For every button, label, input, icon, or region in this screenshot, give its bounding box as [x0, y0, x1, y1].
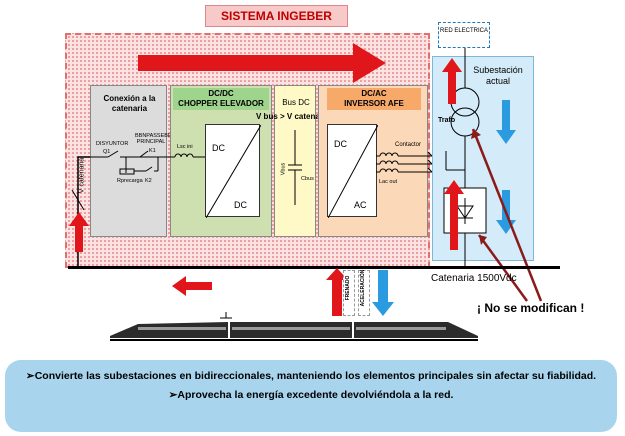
lsc-ini-label: Lsc ini	[177, 144, 193, 150]
afe-block-header: DC/AC INVERSOR AFE	[327, 88, 421, 110]
summary-panel: ➢Convierte las subestaciones en bidirecc…	[5, 360, 617, 432]
chopper-block-header: DC/DC CHOPPER ELEVADOR	[173, 88, 269, 110]
connection-block: Conexión a la catenaria DISYUNTOR Q1 BBN…	[90, 85, 172, 237]
k1-label: K1	[149, 148, 156, 154]
afe-conv-top: DC	[334, 139, 347, 149]
diagram-title: SISTEMA INGEBER	[205, 5, 348, 27]
energy-flow-arrow-right	[138, 43, 386, 83]
dcac-converter: DC AC	[327, 124, 378, 218]
substation-blue-down-arrow-top	[496, 100, 516, 144]
bullet-bidireccionales: ➢Convierte las subestaciones en bidirecc…	[25, 370, 597, 382]
no-modifican-label: ¡ No se modifican !	[477, 301, 585, 315]
afe-block: DC/AC INVERSOR AFE DC AC Contactor Lac o…	[318, 85, 428, 237]
frenado-label-box	[343, 270, 355, 316]
red-up-arrow-left	[69, 212, 89, 252]
contactor-label: Contactor	[395, 142, 422, 148]
chopper-subtitle: CHOPPER ELEVADOR	[178, 99, 264, 108]
chopper-conv-top: DC	[212, 143, 225, 153]
chopper-inductor	[167, 153, 205, 158]
train-image	[110, 312, 478, 341]
dcdc-converter: DC DC	[205, 124, 261, 218]
frenado-label: FRENADO	[345, 275, 351, 301]
q1-label: Q1	[103, 149, 111, 155]
substation-red-up-arrow	[442, 58, 462, 104]
connection-block-title: Conexión a la catenaria	[103, 94, 156, 113]
bus-title: Bus DC	[282, 98, 310, 107]
cbus-label: Cbus	[301, 176, 314, 182]
rprecarga-label: Rprecarga	[117, 178, 143, 184]
red-left-arrow	[172, 276, 212, 296]
frenado-arrow	[326, 268, 348, 316]
substation-red-up-arrow-bottom	[444, 180, 464, 250]
bullet-energia-excedente: ➢Aprovecha la energía excedente devolvié…	[168, 389, 454, 401]
k2-label: K2	[145, 178, 152, 184]
bus-capacitor	[288, 130, 302, 205]
catenaria-line	[68, 266, 560, 269]
red-electrica-box: RED ELECTRICA	[438, 22, 490, 48]
chopper-title: DC/DC	[208, 89, 234, 98]
lac-out-label: Lac out	[379, 179, 398, 185]
trafo-label: Trafo	[438, 117, 456, 124]
afe-conv-bottom: AC	[354, 200, 367, 210]
aceleracion-arrow	[372, 270, 394, 316]
vcatenaria-label: V catenaria	[78, 157, 86, 194]
afe-subtitle: INVERSOR AFE	[344, 99, 404, 108]
catenaria-label: Catenaria 1500Vdc	[431, 273, 517, 284]
chopper-block: DC/DC CHOPPER ELEVADOR DC DC Lsc ini	[170, 85, 272, 237]
aceleracion-label-box	[358, 270, 370, 316]
disyuntor-label: DISYUNTOR	[96, 141, 129, 147]
chopper-conv-bottom: DC	[234, 200, 247, 210]
substation-label: Subestación actual	[473, 65, 523, 86]
connection-circuit	[90, 150, 167, 175]
vbus-condition-label: V bus > V catenaria	[256, 112, 330, 121]
aceleracion-label: ACELERACIÓN	[360, 269, 366, 307]
afe-title: DC/AC	[361, 89, 387, 98]
bypass-label: BBNPASSEBE PRINCIPAL	[135, 133, 172, 145]
